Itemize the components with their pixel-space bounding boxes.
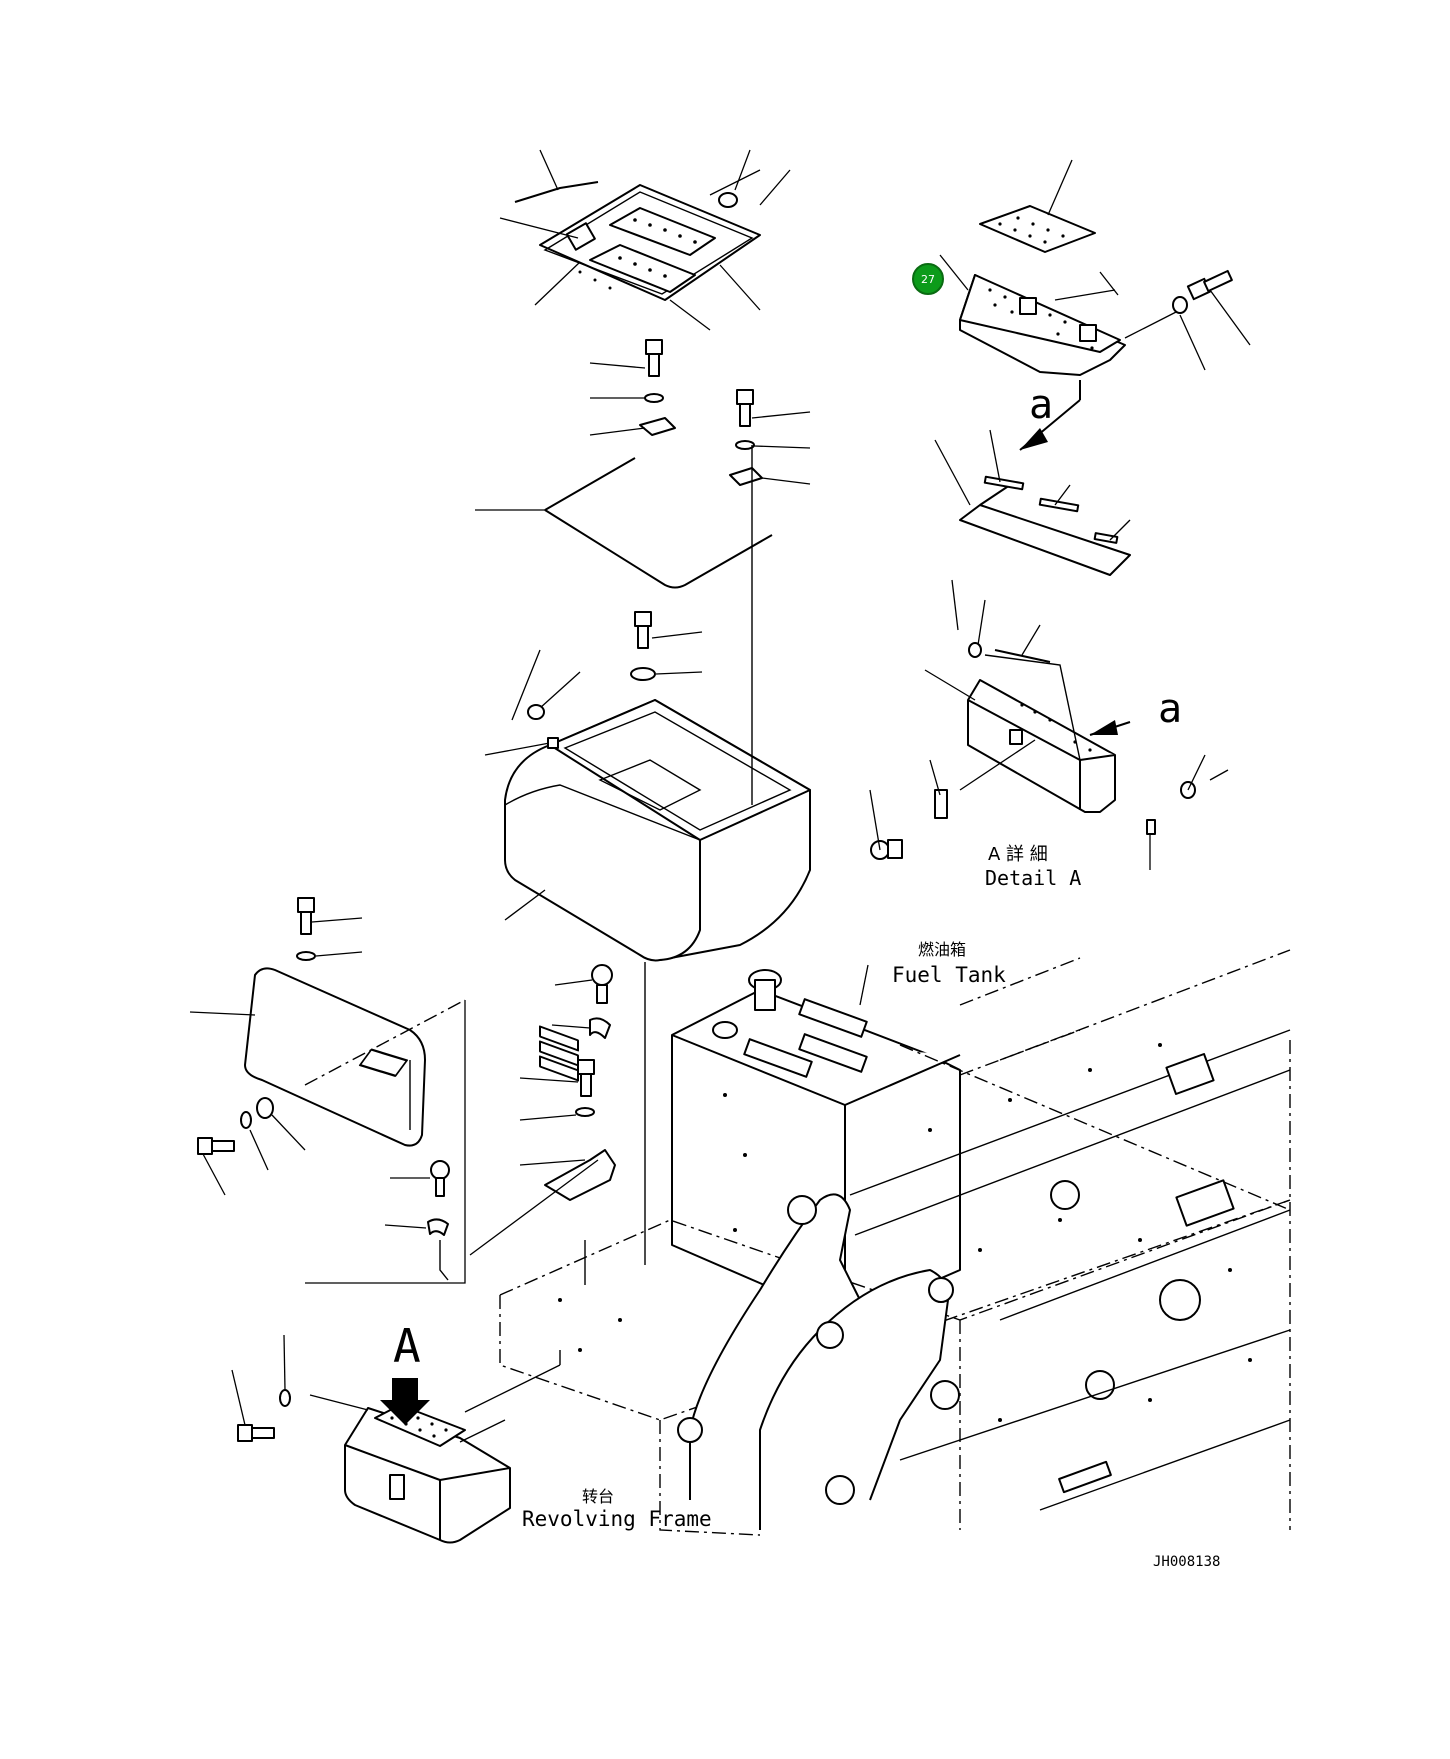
detail-a-title-cn: A 詳 細 — [988, 844, 1048, 865]
drawing-number: JH008138 — [1153, 1554, 1220, 1570]
side-cover — [189, 897, 466, 1284]
seal-sheet — [475, 457, 773, 589]
callout-number: 27 — [921, 273, 935, 286]
body-bolts — [511, 445, 753, 805]
fuel-tank-label-en: Fuel Tank — [892, 963, 1006, 987]
revolving-frame-label-cn: 转台 — [582, 1487, 614, 1506]
revolving-frame-label-en: Revolving Frame — [522, 1507, 712, 1531]
toolbox-lid-plate — [499, 149, 791, 331]
detail-a-title-en: Detail A — [985, 866, 1081, 890]
callout-badge[interactable] — [912, 263, 944, 295]
view-arrow-label-lower: a — [1158, 686, 1182, 732]
revolving-frame — [499, 949, 1291, 1536]
detail-a — [869, 159, 1251, 870]
fuel-tank — [358, 957, 1081, 1321]
detail-marker-a: A — [393, 1319, 421, 1373]
view-arrow-label-upper: a — [1029, 382, 1053, 428]
lid-hinge-bolts — [589, 339, 811, 486]
fuel-tank-label-cn: 燃油箱 — [918, 940, 966, 959]
part-callout-27[interactable]: 27 — [912, 263, 944, 295]
vent-slots — [539, 1025, 579, 1082]
tool-tray — [231, 1334, 561, 1544]
bracket-hardware — [384, 962, 646, 1285]
toolbox-body — [484, 699, 811, 1082]
